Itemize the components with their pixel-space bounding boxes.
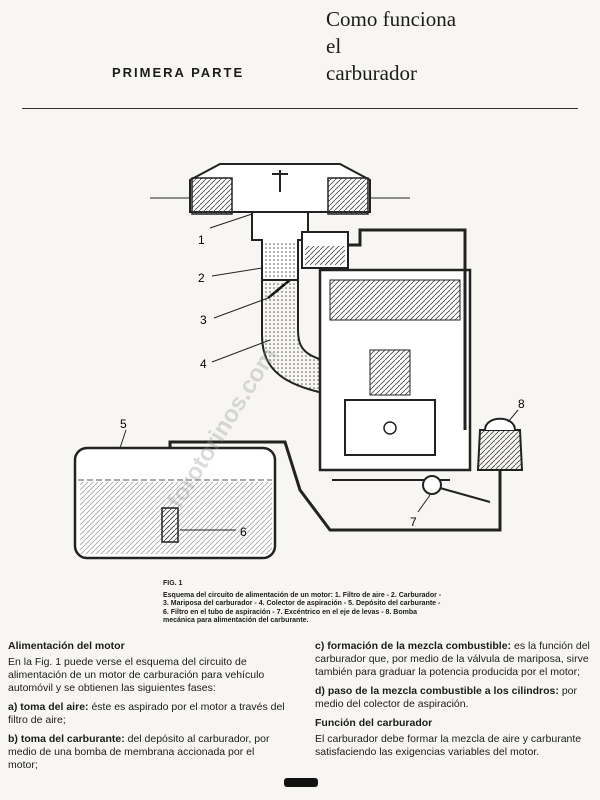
suction-filter (161, 507, 179, 543)
figure-caption: FIG. 1 Esquema del circuito de alimentac… (163, 580, 443, 626)
engine-cylinder (318, 268, 472, 481)
section-heading-alimentacion: Alimentación del motor (8, 640, 125, 652)
callout-7: 7 (410, 515, 417, 529)
fuel-pump (476, 417, 524, 471)
step-c-text: es la función del carburador que, por me… (315, 640, 590, 678)
callout-1: 1 (198, 233, 205, 247)
step-b-text: del depósito al carburador, por medio de… (8, 733, 270, 771)
step-a: a) toma del aire: éste es aspirado por e… (8, 701, 286, 727)
callout-4: 4 (200, 357, 207, 371)
figure-caption-text: Esquema del circuito de alimentación de … (163, 591, 442, 625)
step-a-text: éste es aspirado por el motor a través d… (8, 701, 285, 726)
callout-8: 8 (518, 397, 525, 411)
step-c: c) formación de la mezcla combustible: e… (315, 640, 593, 679)
fuel-line-return (168, 440, 502, 532)
right-column: c) formación de la mezcla combustible: e… (315, 640, 593, 765)
figure-label: FIG. 1 (163, 580, 183, 587)
section-label: PRIMERA PARTE (112, 65, 245, 80)
air-filter (150, 163, 410, 215)
step-b: b) toma del carburante: del depósito al … (8, 733, 286, 772)
intro-paragraph: En la Fig. 1 puede verse el esquema del … (8, 656, 265, 694)
callout-3: 3 (200, 313, 207, 327)
step-d-text: por medio del colector de aspiración. (315, 685, 577, 710)
camshaft-eccentric (422, 475, 442, 495)
callout-2: 2 (198, 271, 205, 285)
left-column: Alimentación del motor En la Fig. 1 pued… (8, 640, 286, 778)
step-b-label: b) toma del carburante: (8, 733, 125, 745)
step-c-label: c) formación de la mezcla combustible: (315, 640, 512, 652)
fuel-line (348, 228, 467, 430)
step-d-label: d) paso de la mezcla combustible a los c… (315, 685, 559, 697)
step-d: d) paso de la mezcla combustible a los c… (315, 685, 593, 711)
callout-6: 6 (240, 525, 247, 539)
funcion-paragraph: El carburador debe formar la mezcla de a… (315, 733, 582, 758)
callout-5: 5 (120, 417, 127, 431)
fuel-circuit-diagram: 1 2 3 4 5 6 7 8 forotorinos.com (73, 163, 525, 560)
page-title: Como funciona el carburador (326, 7, 457, 85)
section-heading-funcion: Función del carburador (315, 717, 433, 729)
header-divider (22, 108, 578, 109)
ink-blot (284, 778, 318, 787)
step-a-label: a) toma del aire: (8, 701, 89, 713)
